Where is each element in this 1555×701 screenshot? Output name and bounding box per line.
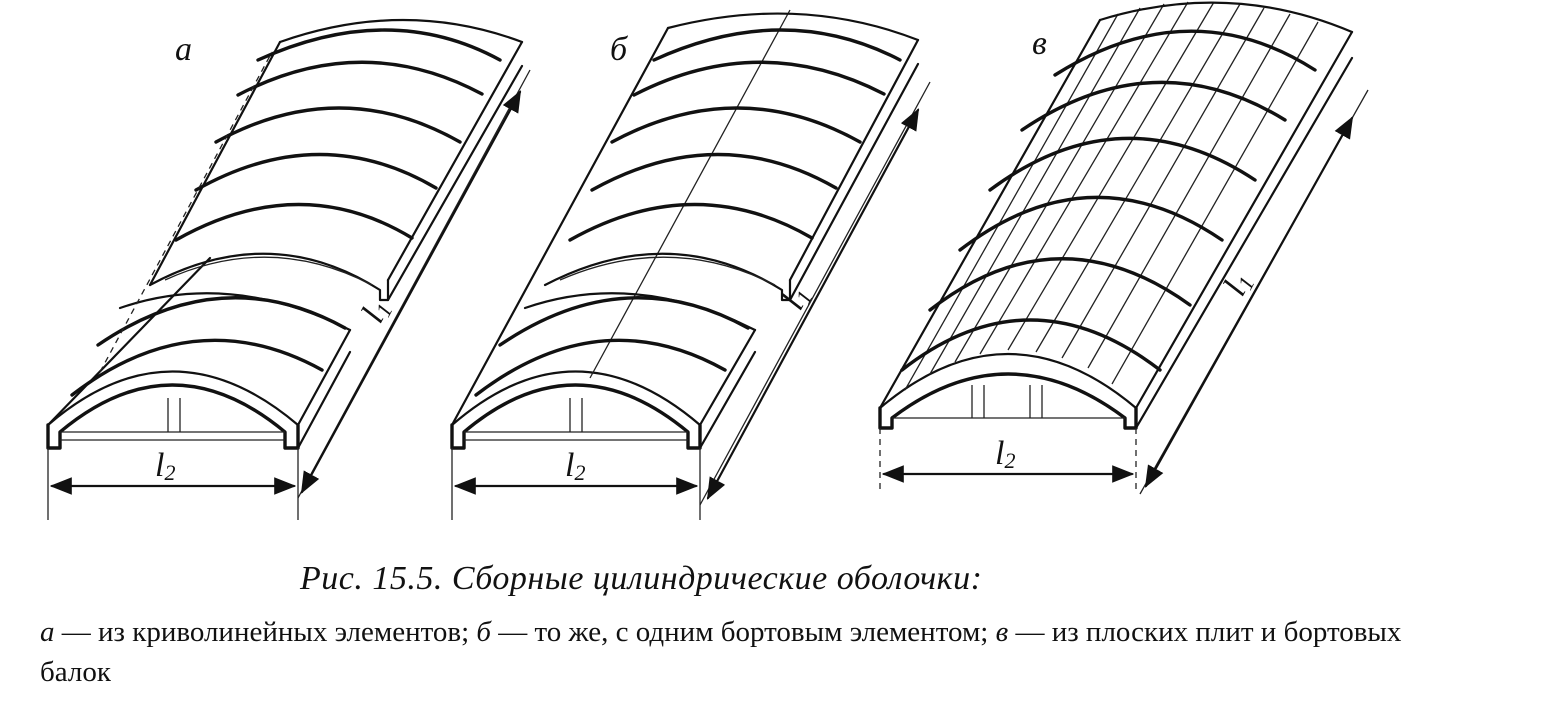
caption-item-c: — из плоских плит и бортовых балок xyxy=(40,616,1402,688)
panel-label-b: б xyxy=(610,31,629,68)
shell-panel-a xyxy=(46,18,531,520)
caption-item-a: — из криволинейных элементов; xyxy=(54,616,477,648)
dim-l1-b: l1 xyxy=(774,280,817,316)
panel-label-a: а xyxy=(175,31,192,68)
caption-letter-c: в xyxy=(995,616,1009,648)
caption-letter-a: а xyxy=(40,616,55,648)
caption-title: Рис. 15.5. Сборные цилиндрические оболоч… xyxy=(300,560,983,597)
dim-l2-a: l2 xyxy=(155,447,175,485)
shell-panel-b xyxy=(450,9,931,520)
panel-label-c: в xyxy=(1032,25,1047,62)
shell-panel-c xyxy=(878,1,1369,495)
dim-l1-a: l1 xyxy=(354,293,397,329)
caption-body: а — из криволинейных элементов; б — то ж… xyxy=(40,612,1440,692)
figure-drawing: а б в l2 l2 l2 l1 l1 l1 xyxy=(46,1,1369,520)
dim-l2-c: l2 xyxy=(995,435,1015,473)
caption-letter-b: б xyxy=(476,616,491,648)
dim-l2-b: l2 xyxy=(565,447,585,485)
caption-item-b: — то же, с одним бортовым элементом; xyxy=(491,616,996,648)
